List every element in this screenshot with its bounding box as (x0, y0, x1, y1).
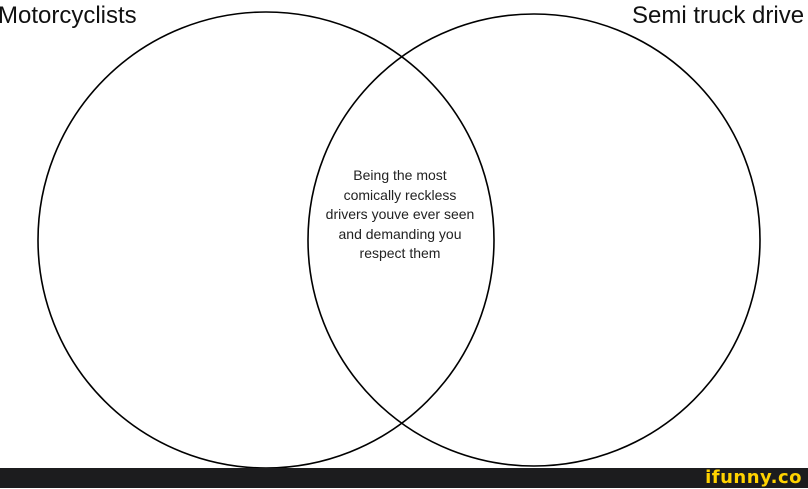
overlap-line: and demanding you (338, 225, 462, 242)
ifunny-watermark: ifunny.co (705, 467, 802, 488)
overlap-text: Being the most comically reckless driver… (300, 166, 500, 264)
overlap-line: comically reckless (343, 186, 457, 203)
right-circle (307, 13, 761, 467)
set-label-motorcyclists: Motorcyclists (0, 2, 137, 29)
overlap-line: respect them (359, 245, 441, 261)
watermark-bar: ifunny.co (0, 467, 808, 488)
overlap-line: Being the most (353, 167, 447, 183)
set-label-semi-truck-drivers: Semi truck drive (632, 2, 805, 29)
overlap-line: drivers youve ever seen (325, 206, 475, 222)
